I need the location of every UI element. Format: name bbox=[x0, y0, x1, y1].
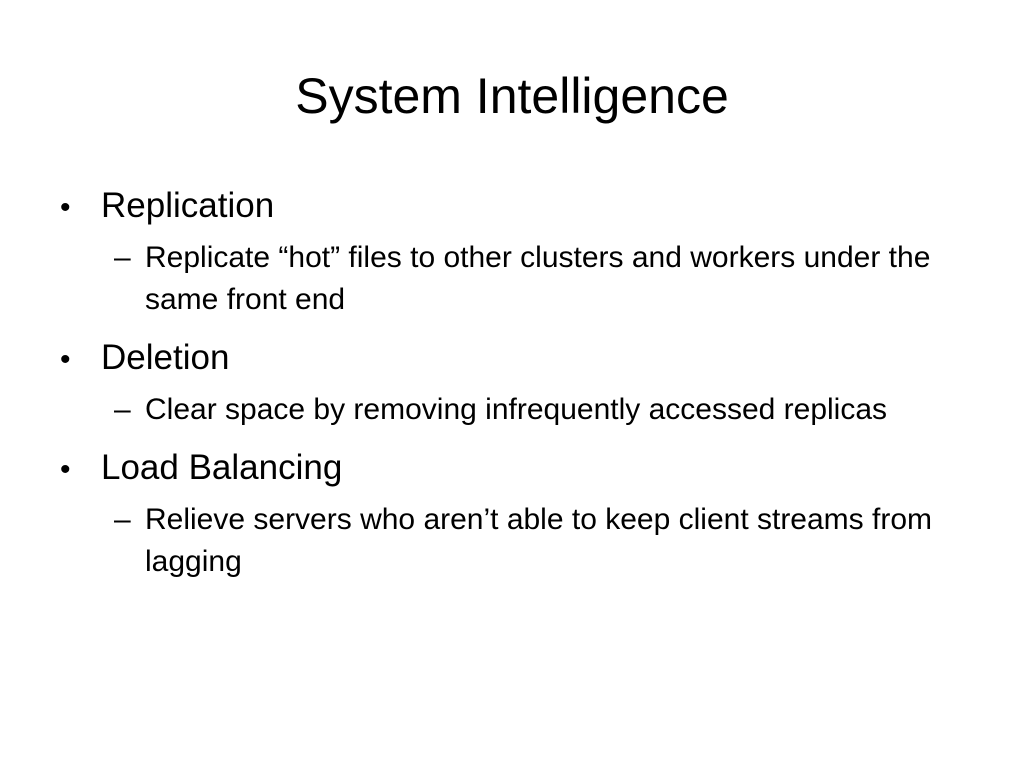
slide-title: System Intelligence bbox=[295, 68, 729, 124]
bullet-dot-icon: • bbox=[60, 191, 71, 224]
bullet-text: Deletion bbox=[101, 338, 230, 377]
dash-icon: – bbox=[114, 503, 131, 536]
dash-icon: – bbox=[114, 393, 131, 426]
sub-bullet-line: – Relieve servers who aren’t able to kee… bbox=[114, 499, 970, 583]
bullet-line: • Replication bbox=[60, 183, 970, 231]
dash-icon: – bbox=[114, 241, 131, 274]
bullet-text: Load Balancing bbox=[101, 448, 343, 487]
sub-bullet-text: Clear space by removing infrequently acc… bbox=[145, 393, 888, 426]
sub-bullet-text: Replicate “hot” files to other clusters … bbox=[145, 241, 931, 316]
bullet-dot-icon: • bbox=[60, 453, 71, 486]
bullet-line: • Deletion bbox=[60, 335, 970, 383]
sub-bullet-line: – Clear space by removing infrequently a… bbox=[114, 389, 970, 431]
sub-bullet-text: Relieve servers who aren’t able to keep … bbox=[145, 503, 933, 578]
bullet-dot-icon: • bbox=[60, 343, 71, 376]
bullet-text: Replication bbox=[101, 186, 275, 225]
bullet-item-deletion: • Deletion – Clear space by removing inf… bbox=[60, 335, 970, 431]
bullet-list: • Replication – Replicate “hot” files to… bbox=[60, 183, 970, 597]
bullet-line: • Load Balancing bbox=[60, 445, 970, 493]
sub-bullet-line: – Replicate “hot” files to other cluster… bbox=[114, 237, 970, 321]
bullet-item-replication: • Replication – Replicate “hot” files to… bbox=[60, 183, 970, 321]
bullet-item-load-balancing: • Load Balancing – Relieve servers who a… bbox=[60, 445, 970, 583]
